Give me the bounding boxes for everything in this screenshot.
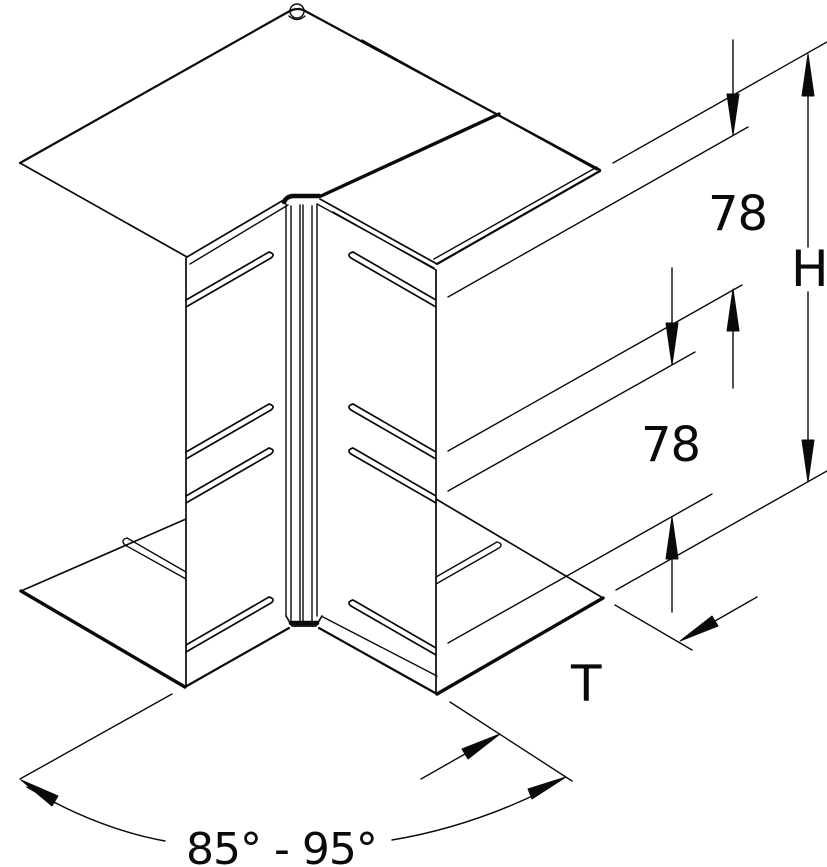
left-wall-bottom-edge (183, 626, 291, 689)
ext-line-slot2 (447, 284, 743, 452)
ext-line-tongue-tip (614, 604, 693, 651)
lid-front-right-edge (319, 198, 438, 265)
right-tongue-top-edge (435, 498, 604, 599)
lid-front-left-edge (186, 197, 288, 258)
dim-T-label: T (570, 655, 602, 713)
dimension-angle: 85° - 95° (19, 693, 567, 867)
arrow-down-icon (801, 439, 815, 483)
arrow-down-icon (665, 322, 679, 366)
dim-78-upper-label: 78 (708, 186, 767, 242)
right-tongue-slot (435, 541, 502, 585)
arrow-shaft (714, 596, 758, 622)
arrow-arc-right-icon (527, 776, 567, 800)
lid-back-right-hem (361, 39, 598, 171)
dim-H-label: H (791, 240, 827, 298)
screw-icon (288, 3, 306, 21)
ext-line-angle-left (19, 693, 173, 780)
right-wall-top-edge (332, 211, 437, 271)
ext-line-slot3 (447, 351, 696, 492)
dim-78-lower-label: 78 (641, 417, 700, 473)
arrow-up-right-icon (461, 733, 501, 760)
left-tongue-top-edge (20, 518, 187, 592)
arrow-shaft (420, 753, 466, 780)
ext-line-base (615, 470, 827, 591)
left-wall-slots (185, 251, 274, 653)
lid-right-end-edge (435, 169, 602, 266)
bead-foot-outline (285, 615, 323, 627)
lid-cover-seam (319, 112, 501, 198)
dimension-78-upper: 78 (447, 39, 827, 389)
arrow-up-icon (665, 516, 679, 560)
arrow-down-left-icon (679, 615, 719, 642)
right-wall (317, 211, 439, 696)
dimension-H: H (615, 53, 827, 591)
base-tongue-right (435, 498, 605, 696)
lid-right-end-hem (433, 166, 598, 260)
right-wall-bottom-edge (317, 626, 439, 696)
lid-left-end-edge (19, 162, 188, 258)
corner-bead (285, 203, 323, 627)
ext-line-slot4 (447, 493, 713, 644)
left-wall (183, 251, 291, 689)
dim-angle-label: 85° - 95° (186, 824, 377, 867)
arrow-arc-left-icon (20, 779, 59, 807)
ext-line-slot1 (447, 126, 749, 298)
right-tongue-front-edge (435, 596, 605, 696)
left-tongue-front-edge (19, 589, 187, 689)
arrow-down-icon (726, 93, 740, 136)
angle-arc-right (391, 789, 546, 841)
lid (18, 3, 602, 269)
ext-line-lid-top (612, 41, 827, 164)
dimension-78-lower: 78 (447, 267, 743, 644)
lid-notch-bar (281, 193, 322, 205)
ext-line-wall-corner (449, 701, 573, 782)
base-tongue-left (19, 518, 187, 689)
lid-front-left-hem (189, 204, 289, 265)
lid-back-edges (18, 7, 602, 172)
arrow-up-icon (726, 288, 740, 332)
right-wall-slots (348, 251, 437, 656)
left-tongue-slot (122, 537, 187, 580)
dimension-T: T (420, 596, 758, 782)
right-wall-floor-line (322, 616, 438, 677)
